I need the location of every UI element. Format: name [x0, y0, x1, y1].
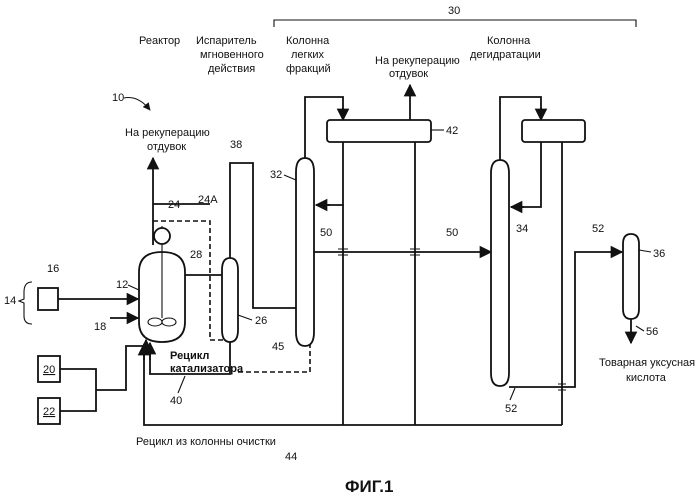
bracket-30 [274, 20, 636, 27]
ref-28: 28 [190, 249, 202, 261]
catalyst-label-1: Рецикл [170, 350, 209, 362]
product-column-36 [623, 234, 639, 319]
ref-30: 30 [448, 5, 460, 17]
arrow-10 [124, 98, 150, 111]
product-label-1: Товарная уксусная [599, 357, 695, 369]
ref-18: 18 [94, 321, 106, 333]
reactor-label: Реактор [139, 35, 180, 47]
ref-52b: 52 [505, 403, 517, 415]
feed-line-20-22 [60, 346, 146, 411]
ref-42: 42 [446, 125, 458, 137]
dehydration-label-1: Колонна [487, 35, 531, 47]
flash-label-1: Испаритель [196, 35, 257, 47]
ref-12: 12 [116, 279, 128, 291]
ref-32: 32 [270, 169, 282, 181]
ref-50a: 50 [320, 227, 332, 239]
flash-vessel-26 [222, 258, 238, 342]
ref-50b: 50 [446, 227, 458, 239]
dehyd-reflux [511, 142, 541, 207]
ref-22: 22 [43, 406, 55, 418]
flash-label-3: действия [208, 63, 255, 75]
ref-26: 26 [255, 315, 267, 327]
ref-36: 36 [653, 248, 665, 260]
leader-36 [639, 250, 651, 252]
ref-56: 56 [646, 326, 658, 338]
light-ends-column-32 [296, 158, 314, 346]
decanter-dehydration [522, 120, 585, 142]
ref-24a: 24A [198, 194, 218, 206]
ref-44: 44 [285, 451, 297, 463]
ref-20: 20 [43, 364, 55, 376]
ref-24: 24 [168, 199, 180, 211]
agitator-motor-icon [154, 228, 170, 244]
ref-40: 40 [170, 395, 182, 407]
recycle-label: Рецикл из колонны очистки [136, 436, 276, 448]
leader-52b [510, 388, 515, 400]
catalyst-label-2: катализатора [170, 363, 244, 375]
vent-top-label-2: отдувок [389, 68, 428, 80]
vent-top-label-1: На рекуперацию [375, 55, 460, 67]
light-ends-label-3: фракций [286, 63, 331, 75]
vent-left-label-1: На рекуперацию [125, 127, 210, 139]
ref-14: 14 [4, 295, 16, 307]
dehydration-label-2: дегидратации [470, 49, 541, 61]
flash-label-2: мгновенного [200, 49, 264, 61]
line-38 [230, 163, 296, 308]
feed-box-16 [38, 288, 58, 310]
ref-45: 45 [272, 341, 284, 353]
leader-40 [178, 376, 185, 393]
ref-16: 16 [47, 263, 59, 275]
ref-52a: 52 [592, 223, 604, 235]
light-ends-label-2: легких [291, 49, 325, 61]
decanter-reflux [316, 142, 343, 205]
bracket-14 [19, 282, 32, 324]
leader-12 [128, 285, 139, 290]
decanter-42 [327, 120, 431, 142]
leader-26 [238, 315, 252, 320]
dehydration-column-34 [491, 160, 509, 386]
leader-32 [284, 175, 296, 180]
ref-10: 10 [112, 92, 124, 104]
product-label-2: кислота [626, 372, 667, 384]
leader-56 [636, 326, 644, 331]
figure-caption: ФИГ.1 [345, 477, 393, 496]
ref-38: 38 [230, 139, 242, 151]
light-ends-label-1: Колонна [286, 35, 330, 47]
vent-left-label-2: отдувок [147, 141, 186, 153]
ref-34: 34 [516, 223, 528, 235]
